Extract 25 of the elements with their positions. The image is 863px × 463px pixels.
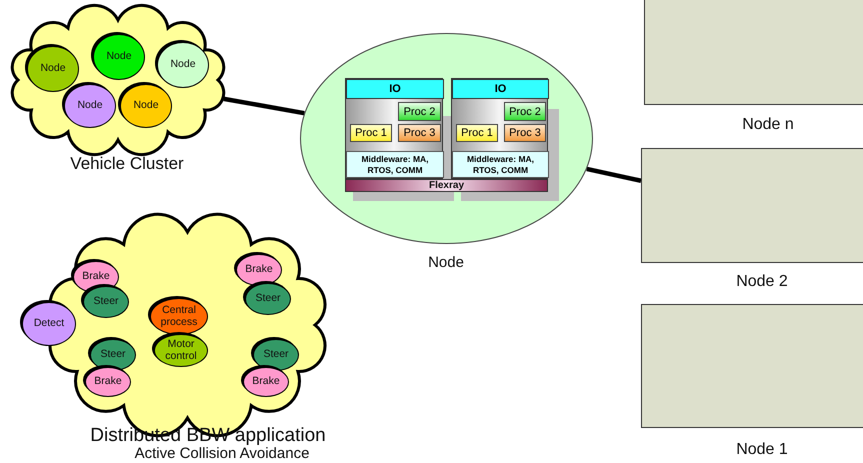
process-box: Proc 3 [398,124,441,142]
process-box: Proc 2 [398,102,441,121]
process-box: Proc 1 [456,124,498,142]
middleware-box: Middleware: MA, RTOS, COMM [346,151,444,178]
connector-line [586,166,642,183]
process-box: Proc 2 [504,102,546,121]
node-label: Vehicle Cluster [70,155,184,172]
middleware-box: Middleware: MA, RTOS, COMM [452,151,549,178]
ecu-box [345,78,443,179]
node-box [644,0,863,105]
io-box: IO [346,79,444,99]
bus-bar: Flexray [345,179,548,192]
ecu-box [451,78,548,179]
node-ellipse: Detect [22,302,76,346]
connector-line [224,96,305,116]
process-box: Proc 3 [504,124,546,142]
process-box: Proc 1 [350,124,392,142]
node-label: Node 2 [736,274,788,290]
node-label: Node [428,255,464,270]
io-box: IO [452,79,549,99]
node-label: Node 1 [736,442,788,458]
node-label: Node n [742,117,794,133]
node-box [641,304,863,428]
node-box [641,148,863,263]
node-label: Active Collision Avoidance [134,446,310,461]
